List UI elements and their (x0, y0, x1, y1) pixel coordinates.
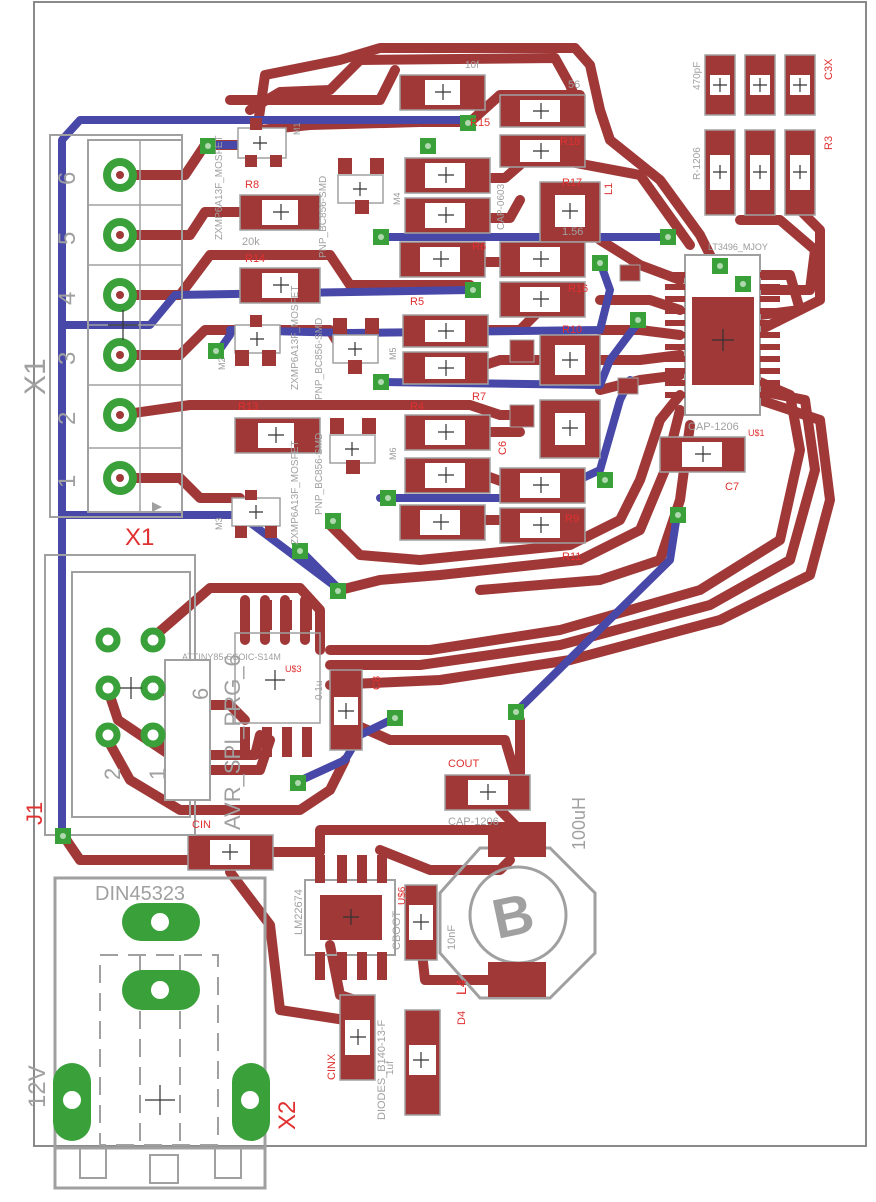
board-outline (33, 1, 867, 1147)
label-r18: R18 (560, 136, 580, 148)
label-j1-6: 6 (188, 688, 213, 700)
label-zxmp2: ZXMP6A13F_MOSFET (290, 286, 301, 390)
label-x2: X2 (274, 1101, 301, 1130)
label-x1: X1 (19, 358, 52, 395)
label-l1: L1 (603, 183, 615, 195)
label-r6: R6 (472, 241, 486, 253)
label-470pf: 470pF (692, 62, 703, 90)
label-01u: 0.1u (314, 681, 325, 700)
label-terminal-6: 6 (54, 172, 81, 185)
label-j1-2: 2 (100, 768, 125, 780)
label-diodes: DIODES_B140-13-F (376, 1019, 388, 1120)
label-avr: AVR_SPI_PRG_6 (220, 654, 245, 830)
sot23-pads (235, 118, 384, 538)
label-cap0603: CAP-0603 (496, 183, 507, 230)
label-cin: CIN (192, 819, 211, 831)
label-c7: C7 (725, 481, 739, 493)
label-d4: D4 (456, 1011, 468, 1025)
label-c6: C6 (497, 441, 509, 455)
label-u1: U$1 (748, 428, 765, 438)
terminal-block-x1 (49, 134, 183, 518)
silkscreen-labels: X1 6 5 4 3 2 1 X1 R8 20k R14 R13 R4 R5 R… (19, 58, 835, 1130)
label-r8: R8 (245, 179, 259, 191)
label-j1: J1 (22, 802, 47, 825)
label-cboot: CBOOT (391, 911, 403, 950)
label-r10: R10 (562, 324, 582, 336)
small-caps-0603 (509, 264, 641, 428)
label-r4: R4 (410, 401, 424, 413)
sot23-parts (231, 127, 384, 527)
label-terminal-1: 1 (54, 475, 81, 488)
label-pnp2: PNP_BC856-SMD (314, 318, 325, 400)
label-m6: M6 (388, 447, 398, 460)
label-r9: R9 (565, 513, 579, 525)
label-terminal-4: 4 (54, 292, 81, 305)
label-m2: M2 (217, 357, 227, 370)
label-10f: 10f (465, 60, 479, 71)
label-1uf: 1uf (385, 1061, 396, 1075)
label-x1-name: X1 (125, 524, 154, 551)
via-holes (60, 120, 746, 839)
label-m3: M3 (214, 517, 224, 530)
label-r16: R16 (568, 283, 588, 295)
label-l4: L4 (453, 979, 469, 995)
label-100uh: 100uH (569, 797, 589, 850)
label-u6: U$6 (397, 886, 408, 905)
label-m4: M4 (392, 192, 402, 205)
label-lm22674: LM22674 (293, 889, 305, 935)
label-cap1206-b: CAP-1206 (448, 816, 499, 828)
label-r17: R17 (562, 177, 582, 189)
label-din: DIN45323 (95, 883, 185, 905)
label-terminal-3: 3 (54, 352, 81, 365)
label-r1206: R-1206 (692, 147, 703, 180)
label-10nf: 10nF (446, 925, 458, 950)
label-lt3496: LT3496_MJOY (708, 242, 768, 252)
label-12v: 12V (24, 1065, 51, 1108)
avr-spi-header-j1 (44, 554, 211, 836)
label-r5: R5 (410, 296, 424, 308)
label-r15: R15 (470, 117, 490, 129)
lm22674-regulator (304, 855, 396, 980)
origin-crosses (108, 78, 807, 1115)
label-cinx: CINX (326, 1053, 338, 1080)
label-r14: R14 (245, 253, 265, 265)
label-cout: COUT (448, 758, 479, 770)
svg-text:B: B (487, 881, 540, 951)
label-r7: R7 (472, 391, 486, 403)
label-r12: R13 (238, 401, 258, 413)
label-cap1206: CAP-1206 (688, 421, 739, 433)
label-m1: M1 (292, 122, 302, 135)
label-zxmp1: ZXMP6A13F_MOSFET (214, 136, 225, 240)
label-terminal-5: 5 (54, 232, 81, 245)
label-56: 56 (568, 79, 580, 91)
label-r3: R3 (823, 136, 835, 150)
label-c3x: C3X (823, 58, 835, 80)
label-156: 1.56 (562, 226, 583, 238)
label-m5: M5 (388, 347, 398, 360)
label-j1-1: 1 (145, 768, 170, 780)
label-pnp1: PNP_BC856-SMD (318, 176, 329, 258)
label-u3: U$3 (285, 664, 302, 674)
label-r8-val: 20k (242, 236, 260, 248)
label-zxmp3: ZXMP6A13F_MOSFET (290, 441, 301, 545)
label-attiny: ATTINY85-SSOIC-S14M (182, 652, 281, 662)
label-pnp3: PNP_BC856-SMD (314, 433, 325, 515)
label-terminal-2: 2 (54, 412, 81, 425)
label-r11: R11 (562, 551, 581, 563)
label-c8: C8 (371, 676, 383, 690)
attiny85-soic (234, 600, 321, 757)
dc-jack-x2 (53, 876, 270, 1190)
